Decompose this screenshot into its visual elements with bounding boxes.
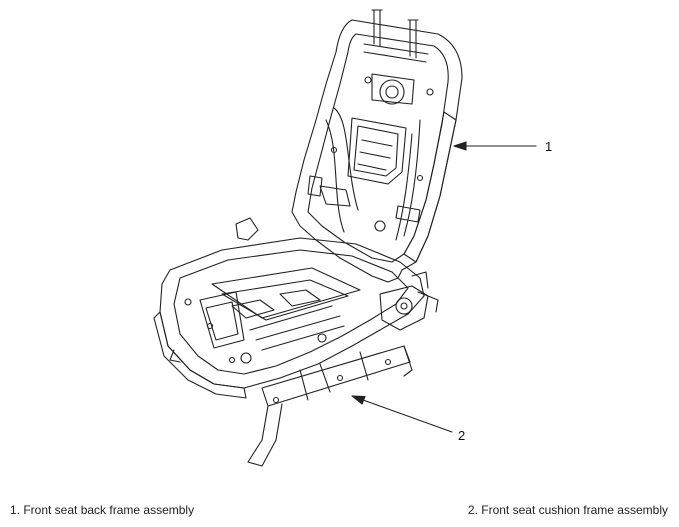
callout-number-1: 1 (545, 139, 552, 154)
seat-cushion-frame (153, 217, 439, 467)
leader-line-1 (453, 141, 537, 151)
legend-item-seat-cushion: 2. Front seat cushion frame assembly (467, 503, 668, 517)
leader-line-2 (351, 395, 453, 433)
legend-item-seat-back: 1. Front seat back frame assembly (10, 503, 195, 517)
seat-back-frame (291, 9, 463, 283)
callout-number-2: 2 (458, 428, 465, 443)
